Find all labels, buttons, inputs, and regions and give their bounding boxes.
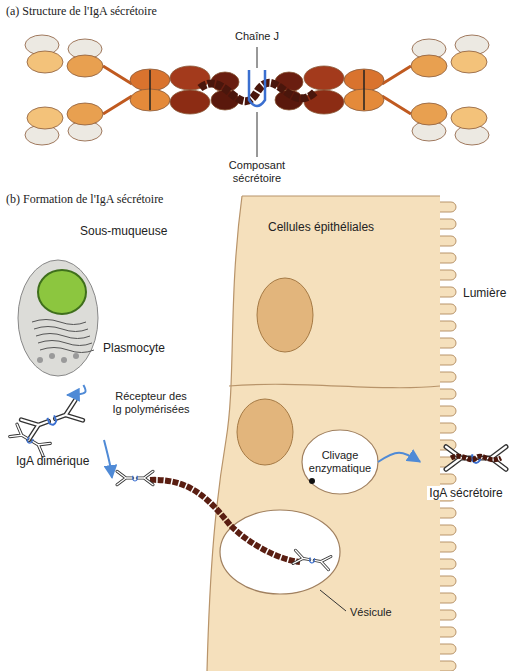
iga-dimer [21,400,83,440]
vesicle [220,510,340,594]
epithelial-cells [207,196,440,671]
iga-dimer [117,471,153,485]
arrow-connector [67,385,85,395]
part-label: Sous-muqueuse [80,224,190,238]
part-label: Composant sécrétoire [212,159,302,185]
panel-title: (b) Formation de l'IgA sécrétoire [6,192,226,206]
cleavage-site [309,478,315,484]
cleavage-vesicle-node: Clivage enzymatique [302,430,378,494]
part-label: Chaîne J [217,30,297,43]
panel-title: (a) Structure de l'IgA sécrétoire [6,4,306,18]
leader-line [320,590,346,611]
secretory-iga-node: IgA sécrétoire [420,440,512,502]
cell-junction [229,384,440,387]
arrow-connector [378,453,420,462]
arrow-connector [104,440,112,478]
node-label: IgA sécrétoire [427,486,504,500]
j-chain [249,70,265,106]
iga-dimer [293,550,331,570]
cell-membrane [207,196,440,671]
iga-monomer [275,35,489,145]
node-label: Clivage enzymatique [302,449,378,475]
iga-dimer [446,447,506,470]
node-label: Plasmocyte [103,341,165,355]
part-label: Lumière [463,286,513,300]
node-label: IgA dimérique [16,454,89,468]
dimeric-iga-node: IgA dimérique [12,395,104,470]
receptor-chain [150,480,300,562]
leader-line [257,47,258,157]
plasma-cell-node: Plasmocyte [15,255,167,385]
nucleus [237,399,293,465]
vesicle [302,430,378,494]
nucleus [257,278,313,352]
part-label: Vésicule [350,606,420,619]
node-label: Récepteur des Ig polymérisées [112,390,190,416]
secretory-component [200,83,315,102]
iga-dimer [10,424,50,456]
iga-monomer [25,35,239,145]
receptor-node: Récepteur des Ig polymérisées [112,388,190,500]
part-label: Cellules épithéliales [268,220,418,234]
plasma-cell [18,260,98,376]
